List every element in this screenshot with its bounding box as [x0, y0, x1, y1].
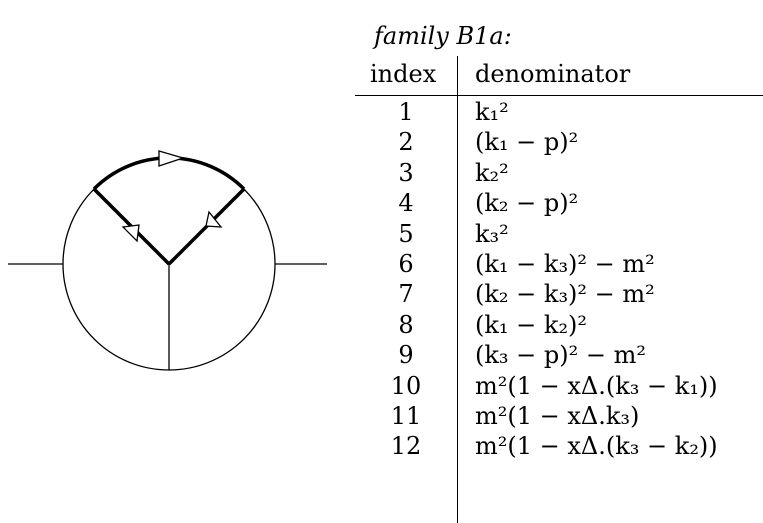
row-denominator: (k₁ − p)²: [475, 128, 579, 157]
row-index: 5: [398, 219, 414, 248]
table-row: 11 m²(1 − xΔ.k₃): [355, 400, 763, 430]
table-row: 6 (k₁ − k₃)² − m²: [355, 248, 763, 278]
table-row: 8 (k₁ − k₂)²: [355, 309, 763, 339]
feynman-diagram: [8, 150, 327, 371]
table-rows: 1 k₁² 2 (k₁ − p)² 3 k₂² 4 (k₂ − p)² 5 k₃² 6 (k…: [355, 96, 763, 461]
row-denominator: m²(1 − xΔ.k₃): [475, 401, 640, 430]
table-header-rule: [355, 95, 763, 96]
row-denominator: (k₃ − p)² − m²: [475, 341, 646, 370]
table-column-divider: [457, 56, 458, 523]
arrow-right: [205, 210, 223, 228]
family-caption: family B1a:: [374, 22, 512, 50]
table-row: 7 (k₂ − k₃)² − m²: [355, 278, 763, 308]
row-index: 2: [398, 128, 414, 157]
row-denominator: (k₂ − p)²: [475, 189, 579, 218]
row-index: 12: [390, 432, 422, 461]
table-row: 10 m²(1 − xΔ.(k₃ − k₁)): [355, 370, 763, 400]
table-row: 3 k₂²: [355, 157, 763, 187]
row-index: 10: [390, 371, 422, 400]
row-denominator: k₃²: [475, 219, 509, 248]
row-index: 9: [398, 341, 414, 370]
row-denominator: k₂²: [475, 158, 509, 187]
arrow-top: [158, 150, 186, 167]
header-denominator: denominator: [475, 60, 631, 88]
row-denominator: m²(1 − xΔ.(k₃ − k₂)): [475, 432, 718, 461]
row-index: 7: [398, 280, 414, 309]
row-index: 6: [398, 249, 414, 278]
row-denominator: k₁²: [475, 98, 509, 126]
table-row: 4 (k₂ − p)²: [355, 187, 763, 217]
row-index: 8: [398, 310, 414, 339]
table-row: 12 m²(1 − xΔ.(k₃ − k₂)): [355, 430, 763, 460]
row-index: 4: [398, 189, 414, 218]
row-denominator: (k₁ − k₃)² − m²: [475, 249, 655, 278]
row-index: 3: [398, 158, 414, 187]
table-row: 2 (k₁ − p)²: [355, 126, 763, 156]
arrow-left: [121, 224, 140, 243]
row-index: 1: [398, 98, 414, 126]
table-row: 9 (k₃ − p)² − m²: [355, 339, 763, 369]
header-index: index: [370, 60, 437, 88]
row-denominator: (k₂ − k₃)² − m²: [475, 280, 655, 309]
row-index: 11: [390, 401, 422, 430]
row-denominator: (k₁ − k₂)²: [475, 310, 588, 339]
row-denominator: m²(1 − xΔ.(k₃ − k₁)): [475, 371, 718, 400]
table-row: 5 k₃²: [355, 218, 763, 248]
table-row: 1 k₁²: [355, 96, 763, 126]
